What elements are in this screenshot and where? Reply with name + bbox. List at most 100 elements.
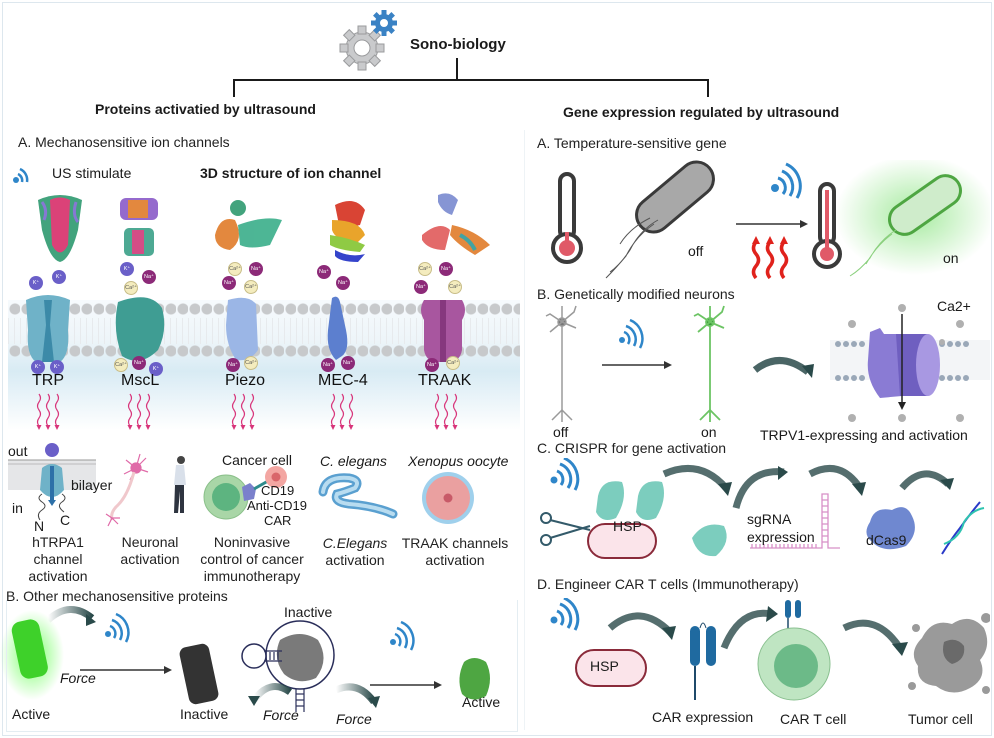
mscl-structure	[120, 198, 158, 256]
ion-na: Na⁺	[226, 358, 240, 372]
trp-structure	[38, 195, 82, 262]
active-protein	[11, 619, 48, 679]
car-t-cell-label: CAR T cell	[780, 711, 847, 727]
structure-label: 3D structure of ion channel	[200, 165, 382, 181]
active-left-label: Active	[12, 706, 51, 722]
caption-line: control of cancer	[200, 551, 304, 567]
ultrasound-icon	[105, 631, 111, 637]
channel-name-piezo: Piezo	[225, 372, 266, 389]
sgrna-line: expression	[747, 529, 815, 545]
channel-name-mec4: MEC-4	[318, 372, 368, 389]
ion-ca: Ca²⁺	[244, 280, 258, 294]
thermometer-hot-icon	[812, 182, 842, 269]
right-section-d-heading: D. Engineer CAR T cells (Immunotherapy)	[537, 576, 799, 592]
n-terminus-label: N	[34, 518, 45, 534]
caption-line: C.Elegans	[322, 535, 388, 551]
force-label-top: Force	[60, 670, 96, 686]
caption-line: activation	[28, 568, 88, 584]
tree-left-branch	[233, 79, 235, 97]
c-terminus-label: C	[60, 512, 71, 528]
off-label: off	[688, 243, 704, 259]
curved-arrow	[808, 464, 863, 491]
oocyte-icon	[422, 472, 474, 524]
out-label: out	[8, 443, 28, 459]
active-right-label: Active	[462, 694, 501, 710]
protein-blob	[692, 524, 727, 557]
neuron-on-icon	[693, 305, 725, 422]
ion-ca: Ca²⁺	[124, 281, 138, 295]
car-label: CAR	[264, 513, 292, 528]
ion-na: Na⁺	[317, 265, 331, 279]
curved-arrow	[720, 609, 773, 650]
traak-structure	[422, 193, 490, 255]
car-t-cancer-diagram	[203, 466, 287, 520]
curved-arrow	[752, 357, 811, 375]
caption-line: channel	[33, 551, 83, 567]
hsp-promoter	[587, 523, 657, 559]
piezo-structure	[215, 200, 282, 250]
section-b-heading: B. Other mechanosensitive proteins	[6, 588, 228, 604]
us-stimulate-label: US stimulate	[52, 165, 132, 181]
car-t-cell-icon	[757, 600, 831, 701]
temperature-gene-diagram	[551, 160, 990, 280]
ion-k: K⁺	[149, 362, 163, 376]
tree-right-branch	[707, 79, 709, 97]
tumor-cell-icon	[908, 613, 990, 694]
traak-channel	[421, 300, 465, 362]
neuronal-caption: Neuronal activation	[110, 534, 190, 568]
neuron-on-label: on	[701, 424, 717, 440]
inactive-protein	[179, 643, 219, 705]
force-left-label: Force	[263, 707, 299, 723]
neuron-off-label: off	[553, 424, 569, 440]
ion-k: K⁺	[120, 262, 134, 276]
curved-arrow	[45, 606, 95, 623]
inactive-top-label: Inactive	[284, 604, 333, 620]
caption-line: activation	[120, 551, 180, 567]
force-text: Force	[60, 670, 96, 686]
caption-line: Neuronal	[121, 534, 179, 550]
page-title: Sono-biology	[410, 36, 506, 53]
mscl-channel	[115, 297, 165, 361]
car-t-diagram	[550, 598, 990, 701]
cancer-caption: Noninvasive control of cancer immunother…	[192, 534, 312, 585]
trp-channel	[26, 295, 70, 362]
ultrasound-icon	[619, 337, 625, 343]
ion-ca: Ca²⁺	[448, 280, 462, 294]
right-section-b-heading: B. Genetically modified neurons	[537, 286, 735, 302]
hsp-label-d: HSP	[590, 658, 619, 674]
piezo-channel	[226, 297, 258, 361]
ion-na: Na⁺	[336, 276, 350, 290]
ion-na: Na⁺	[439, 262, 453, 276]
right-section-c-heading: C. CRISPR for gene activation	[537, 440, 727, 456]
ion-k: K⁺	[50, 360, 64, 374]
ion-na: Na⁺	[222, 276, 236, 290]
car-receptor-icon	[690, 622, 716, 700]
caption-line: activation	[325, 552, 385, 568]
caption-line: hTRPA1	[32, 534, 84, 550]
curved-arrow	[662, 464, 729, 491]
ion-ca: Ca²⁺	[244, 356, 258, 370]
bacterium-off-icon	[605, 160, 715, 279]
c-elegans-icon	[318, 473, 398, 519]
panel-border-left-b	[6, 600, 518, 732]
protein-blob	[596, 481, 624, 520]
dcas9-protein	[866, 507, 915, 550]
neuron-off-icon	[545, 305, 577, 422]
ion-na: Na⁺	[341, 356, 355, 370]
sgrna-label: sgRNA expression	[747, 510, 815, 546]
hsp-label-c: HSP	[613, 518, 642, 534]
htrpa1-caption: hTRPA1 channel activation	[18, 534, 98, 585]
ion-k: K⁺	[29, 276, 43, 290]
curved-arrow	[732, 468, 785, 509]
bilayer-label: bilayer	[71, 477, 113, 493]
channel-name-mscl: MscL	[121, 372, 160, 389]
gears-icon	[339, 10, 397, 71]
ion-na: Na⁺	[425, 358, 439, 372]
section-b-diagram	[0, 606, 490, 712]
tree-bar	[233, 79, 709, 81]
protein-structures	[38, 193, 490, 262]
calcium-ion-label: Ca2+	[937, 298, 971, 314]
car-expression-label: CAR expression	[652, 709, 754, 725]
neuron-pink-icon	[105, 453, 149, 527]
